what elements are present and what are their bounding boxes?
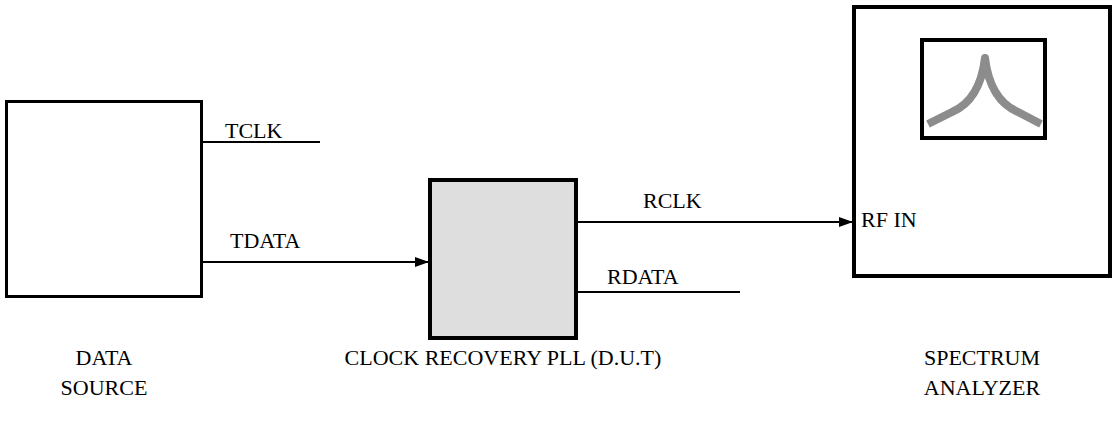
node-heading: CLOCK RECOVERY PLL (D.U.T) (343, 343, 663, 373)
analyzer-screen (922, 40, 1045, 138)
spectrum-peak (928, 58, 1041, 124)
dut-box: CLOCK RECOVERY PLL (D.U.T) (428, 178, 578, 340)
node-heading: SPECTRUM ANALYZER (897, 343, 1067, 403)
port-label: RF IN (861, 205, 917, 235)
node-heading: DATA SOURCE (34, 343, 174, 403)
data-source-box: DATA SOURCE (5, 100, 203, 298)
signal-arrow (203, 261, 428, 263)
signal-name: RCLK (643, 186, 702, 216)
analyzer-box: RF INSPECTRUM ANALYZER (852, 5, 1112, 278)
signal-name: TCLK (225, 116, 282, 146)
signal-arrow (578, 221, 852, 223)
signal-name: TDATA (230, 226, 300, 256)
signal-stub (578, 291, 740, 293)
signal-name: RDATA (607, 262, 679, 292)
